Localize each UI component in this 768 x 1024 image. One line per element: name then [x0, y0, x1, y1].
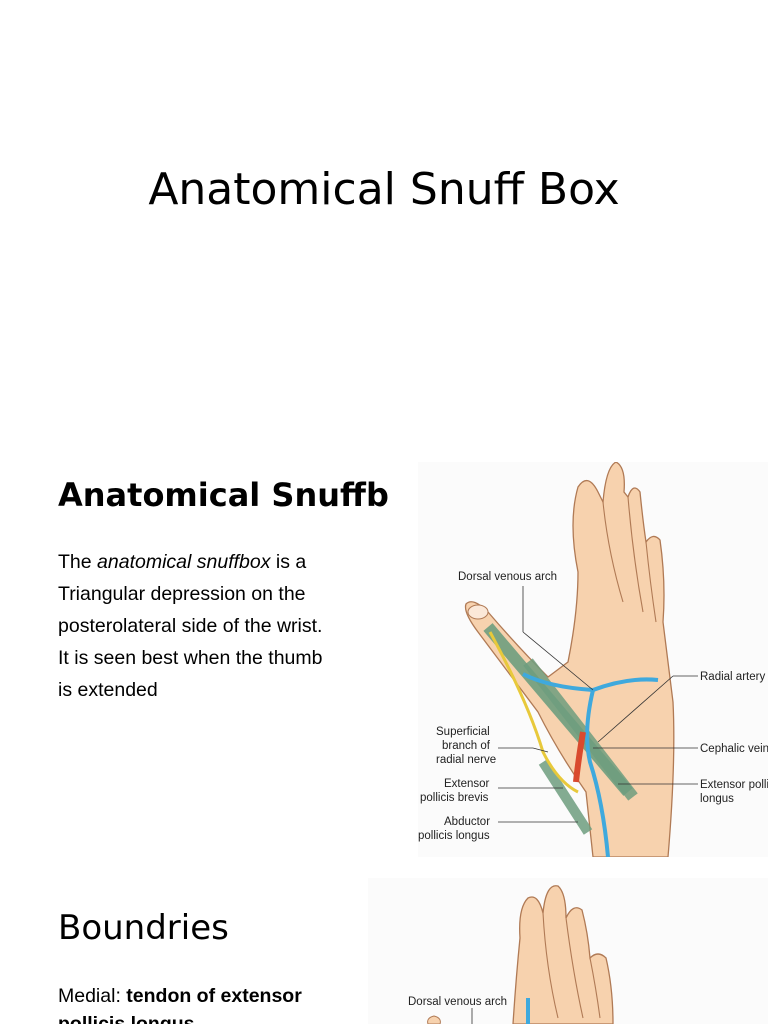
slide-heading: Anatomical Snuffb — [58, 476, 389, 514]
slide-heading: Boundries — [58, 908, 229, 948]
boundaries-slide: Boundries Medial: tendon of extensor pol… — [0, 878, 768, 1024]
slide-body-text: The anatomical snuffbox is a Triangular … — [58, 546, 358, 706]
body-line: is extended — [58, 679, 158, 701]
label-apl-2: pollicis longus — [418, 830, 490, 842]
label-superficial-2: branch of — [442, 740, 491, 752]
label-dorsal-venous-arch: Dorsal venous arch — [458, 571, 557, 583]
label-cephalic-vein: Cephalic vein — [700, 743, 768, 755]
tendon-apl — [538, 759, 593, 835]
label-superficial-1: Superficial — [436, 726, 490, 738]
thumb-nail — [467, 604, 489, 620]
label-dorsal-venous-arch: Dorsal venous arch — [408, 996, 507, 1008]
hand-shape — [464, 462, 675, 857]
medial-bold-text: tendon of extensor — [126, 985, 302, 1007]
slide-title: Anatomical Snuff Box — [148, 164, 620, 215]
label-epb-2: pollicis brevis — [420, 792, 489, 804]
snuffbox-illustration: Dorsal venous arch Radial artery Superfi… — [418, 462, 768, 857]
body-text-before: The — [58, 551, 98, 573]
medial-bold-text-2: pollicis longus — [58, 1013, 195, 1024]
body-line: posterolateral side of the wrist. — [58, 615, 323, 637]
finger-lines — [542, 912, 601, 1019]
radial-nerve — [488, 631, 579, 794]
label-radial-artery: Radial artery — [700, 671, 765, 683]
body-line: Triangular depression on the — [58, 583, 306, 605]
thumb-tip — [427, 1015, 441, 1024]
body-text-after: is a — [270, 551, 307, 573]
label-apl-1: Abductor — [444, 816, 490, 828]
finger-lines — [602, 496, 657, 623]
medial-label: Medial: — [58, 985, 127, 1007]
content-slide: Anatomical Snuffb The anatomical snuffbo… — [0, 442, 768, 868]
body-line: It is seen best when the thumb — [58, 647, 323, 669]
leader-lines — [498, 586, 698, 823]
radial-artery — [573, 731, 586, 783]
label-epl-2: longus — [700, 793, 734, 805]
body-line-1: Medial: tendon of extensor — [58, 982, 358, 1010]
label-superficial-3: radial nerve — [436, 754, 496, 766]
hand-shape — [512, 885, 614, 1024]
cephalic-vein — [585, 689, 610, 857]
label-epl-1: Extensor pollicis — [700, 779, 768, 791]
snuffbox-illustration-2: Dorsal venous arch — [368, 878, 768, 1024]
body-line-2: pollicis longus — [58, 1010, 358, 1024]
slide-body-text: Medial: tendon of extensor pollicis long… — [58, 982, 358, 1024]
label-epb-1: Extensor — [444, 778, 490, 790]
body-italic-term: anatomical snuffbox — [97, 551, 271, 573]
title-slide: Anatomical Snuff Box — [0, 0, 768, 432]
body-line-1: The anatomical snuffbox is a — [58, 546, 358, 578]
